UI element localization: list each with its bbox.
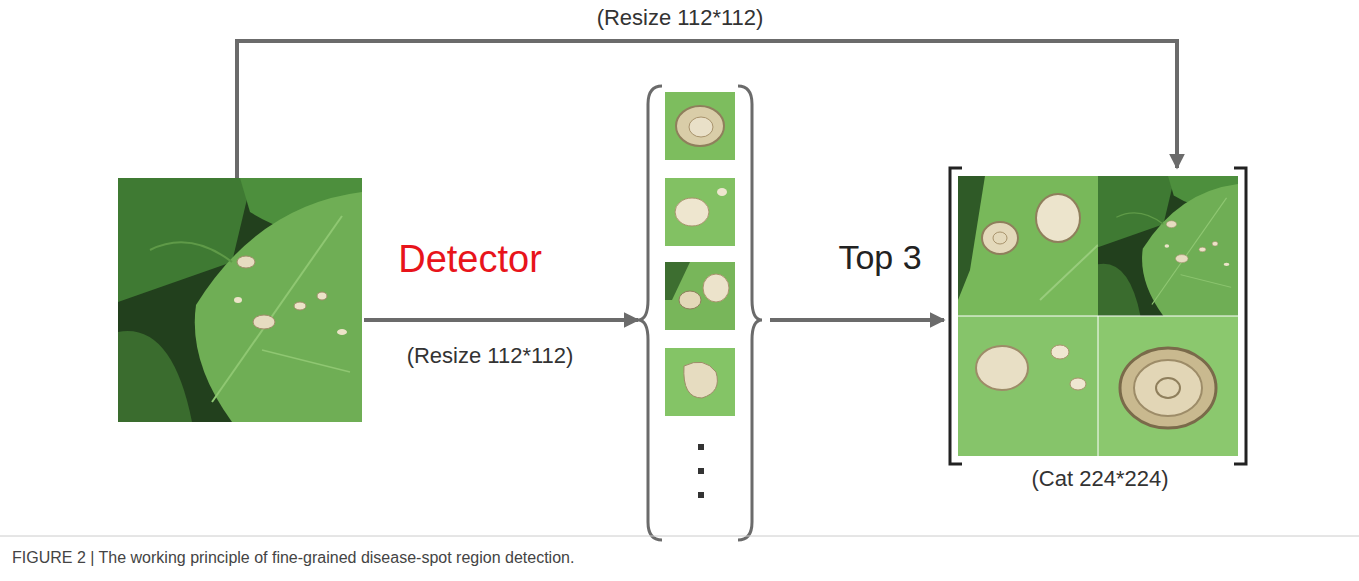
detector-arrow [364, 318, 638, 322]
top3-arrow [770, 318, 944, 322]
resize-label: (Resize 112*112) [407, 344, 574, 368]
top3-label: Top 3 [838, 239, 921, 276]
left-bracket [950, 168, 962, 464]
crop-image [665, 348, 735, 416]
detector-label: Detector [398, 239, 542, 281]
leaf-photo [118, 178, 362, 422]
ellipsis-dots [698, 444, 704, 498]
concat-label: (Cat 224*224) [1032, 467, 1169, 491]
right-bracket [1234, 168, 1246, 464]
caption-rule [0, 536, 1359, 537]
crop-image [665, 262, 735, 330]
resize-arrow [237, 41, 1177, 178]
left-brace [638, 86, 662, 540]
right-brace [738, 86, 762, 540]
crop-image [665, 178, 735, 246]
figure-caption: FIGURE 2 | The working principle of fine… [12, 549, 574, 567]
crop-image [665, 92, 735, 160]
concat-grid [958, 176, 1238, 456]
resize-label: (Resize 112*112) [597, 6, 764, 30]
